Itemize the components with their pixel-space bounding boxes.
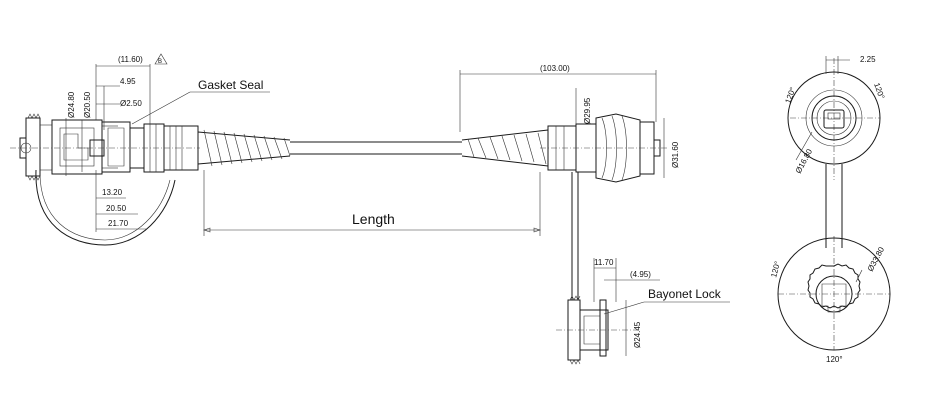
dim-11-70: 11.70 xyxy=(594,258,614,267)
left-knurled-cap xyxy=(19,113,52,181)
left-dimensions: (11.60) B 4.95 Ø2.50 Ø24.80 Ø20.50 13.20… xyxy=(65,53,168,232)
right-lanyard-strap xyxy=(571,172,579,300)
right-coupling-nut xyxy=(595,113,641,183)
gasket-seal-callout: Gasket Seal xyxy=(131,78,270,125)
dim-d20-50: Ø20.50 xyxy=(83,91,92,118)
dim-d24-80: Ø24.80 xyxy=(67,91,76,118)
dim-d16-80: Ø16.80 xyxy=(794,147,815,175)
left-connector xyxy=(10,113,291,246)
dim-2-25: 2.25 xyxy=(860,55,876,64)
right-dimensions: (103.00) Ø29.95 Ø31.60 xyxy=(459,64,680,178)
dim-d29-95: Ø29.95 xyxy=(583,97,592,124)
cap-dimensions: 11.70 (4.95) Ø24.45 xyxy=(593,258,660,356)
length-label: Length xyxy=(352,211,395,227)
length-dimension: Length xyxy=(203,170,541,236)
dim-11-60: (11.60) xyxy=(118,55,143,64)
left-strain-relief xyxy=(197,129,291,167)
left-insert xyxy=(51,119,131,175)
cable xyxy=(290,141,462,155)
angle-top-right: 120° xyxy=(872,82,886,101)
bayonet-lock-label: Bayonet Lock xyxy=(648,287,722,301)
end-view-top: 2.25 120° 120° Ø16.80 xyxy=(783,55,886,248)
protective-cap xyxy=(556,295,640,365)
flag-b: B xyxy=(158,59,162,65)
dim-21-70: 21.70 xyxy=(108,219,129,228)
dim-13-20: 13.20 xyxy=(102,188,123,197)
dim-d31-60: Ø31.60 xyxy=(671,141,680,168)
right-connector xyxy=(461,113,668,300)
angle-bottom-left: 120° xyxy=(769,260,782,278)
dim-4-95-cap: (4.95) xyxy=(630,270,651,279)
dim-d24-45: Ø24.45 xyxy=(633,321,642,348)
dim-4-95-left: 4.95 xyxy=(120,77,136,86)
dim-d33-80: Ø33.80 xyxy=(866,245,887,273)
flag-triangle-icon xyxy=(154,53,168,65)
angle-bottom: 120° xyxy=(826,355,843,364)
angle-top-left: 120° xyxy=(783,86,797,105)
knurled-ring xyxy=(807,263,861,309)
gasket-seal-label: Gasket Seal xyxy=(198,78,263,92)
dim-20-50: 20.50 xyxy=(106,204,127,213)
left-lanyard-loop xyxy=(35,169,176,246)
bayonet-lock-callout: Bayonet Lock xyxy=(603,287,730,315)
end-view-bottom: 120° Ø33.80 120° xyxy=(769,236,891,364)
dim-103: (103.00) xyxy=(540,64,570,73)
dim-d2-50: Ø2.50 xyxy=(120,99,142,108)
right-strain-relief xyxy=(461,129,549,167)
